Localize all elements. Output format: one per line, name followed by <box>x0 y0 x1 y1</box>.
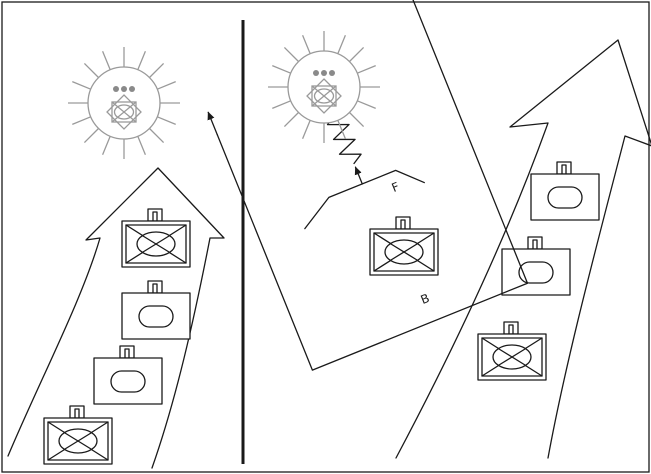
tether-assembly <box>207 0 529 371</box>
rounded-slot-unit-icon <box>93 345 163 405</box>
boundary-label: B <box>419 291 432 307</box>
left-panel <box>7 46 225 469</box>
spring <box>326 114 362 165</box>
rounded-slot-unit-icon <box>121 280 191 340</box>
crossed-unit-icon <box>369 216 439 276</box>
sun-beacon-icon <box>267 30 381 144</box>
rounded-slot-unit-icon <box>530 161 600 221</box>
upward-arrow <box>7 167 225 469</box>
crossed-unit-icon <box>477 321 547 381</box>
crossed-unit-icon <box>121 208 191 268</box>
force-arrow-lower <box>354 166 363 185</box>
crossed-unit-icon <box>43 405 113 465</box>
sun-beacon-icon <box>67 46 181 160</box>
upward-arrow <box>395 39 651 459</box>
frame-arrow-left <box>207 111 218 136</box>
force-label: F <box>390 179 402 195</box>
right-panel: F B <box>207 0 651 459</box>
frame-line <box>216 0 529 371</box>
